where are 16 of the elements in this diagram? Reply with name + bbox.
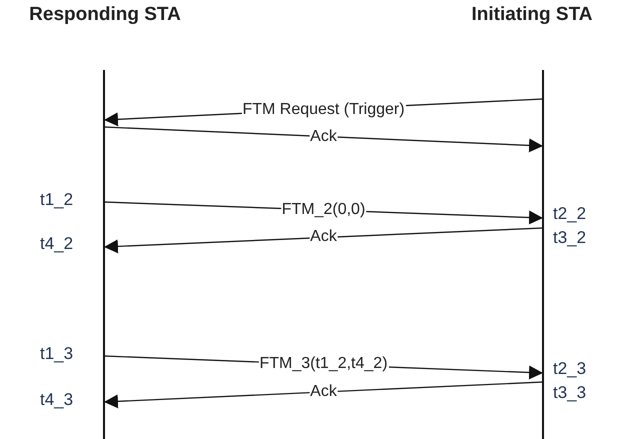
participant-heading: Responding STA bbox=[28, 4, 182, 26]
timestamp-label: t3_3 bbox=[553, 383, 586, 403]
timestamp-label: t1_3 bbox=[40, 344, 74, 364]
timestamp-label: t2_3 bbox=[553, 359, 586, 379]
arrow bbox=[104, 126, 544, 152]
arrow bbox=[104, 381, 544, 408]
arrow bbox=[104, 227, 544, 254]
timestamp-label: t4_3 bbox=[40, 390, 74, 410]
timestamp-label: t4_2 bbox=[40, 234, 74, 254]
edge-label: FTM_3(t1_2,t4_2) bbox=[258, 355, 389, 373]
participant-heading: Initiating STA bbox=[470, 4, 594, 26]
edge-label: FTM Request (Trigger) bbox=[241, 101, 406, 119]
edge-label: FTM_2(0,0) bbox=[280, 201, 366, 219]
timestamp-label: t2_2 bbox=[553, 204, 586, 224]
timestamp-label: t1_2 bbox=[40, 190, 74, 210]
timestamp-label: t3_2 bbox=[553, 228, 586, 248]
